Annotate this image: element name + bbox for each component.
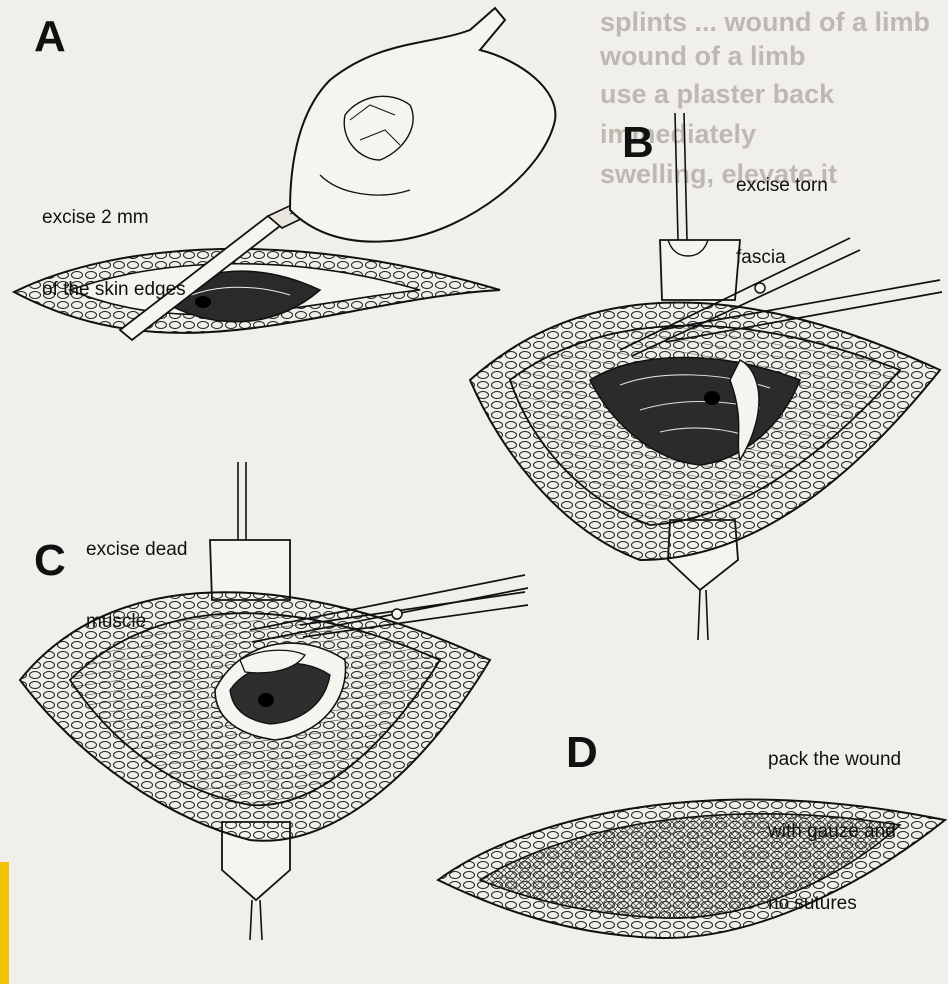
panel-d-caption: pack the wound with gauze and no sutures (768, 700, 901, 964)
panel-c-letter: C (34, 536, 66, 586)
page-edge-marker (0, 862, 9, 984)
panel-b-caption-line-1: excise torn (736, 174, 828, 198)
panel-a-caption: excise 2 mm of the skin edges (42, 158, 186, 350)
panel-c-caption-line-1: excise dead (86, 538, 187, 562)
panel-a-letter: A (34, 12, 66, 62)
panel-d-letter: D (566, 728, 598, 778)
panel-a-caption-line-2: of the skin edges (42, 278, 186, 302)
panel-b-caption: excise torn fascia (736, 126, 828, 318)
panel-d-caption-line-2: with gauze and (768, 820, 901, 844)
panel-b-letter: B (622, 118, 654, 168)
panel-c-caption-line-2: muscle (86, 610, 187, 634)
panel-a-caption-line-1: excise 2 mm (42, 206, 186, 230)
panel-b-caption-line-2: fascia (736, 246, 828, 270)
panel-d-caption-line-3: no sutures (768, 892, 901, 916)
panel-d-caption-line-1: pack the wound (768, 748, 901, 772)
panel-b-drawing (470, 113, 942, 640)
panel-c-caption: excise dead muscle (86, 490, 187, 682)
